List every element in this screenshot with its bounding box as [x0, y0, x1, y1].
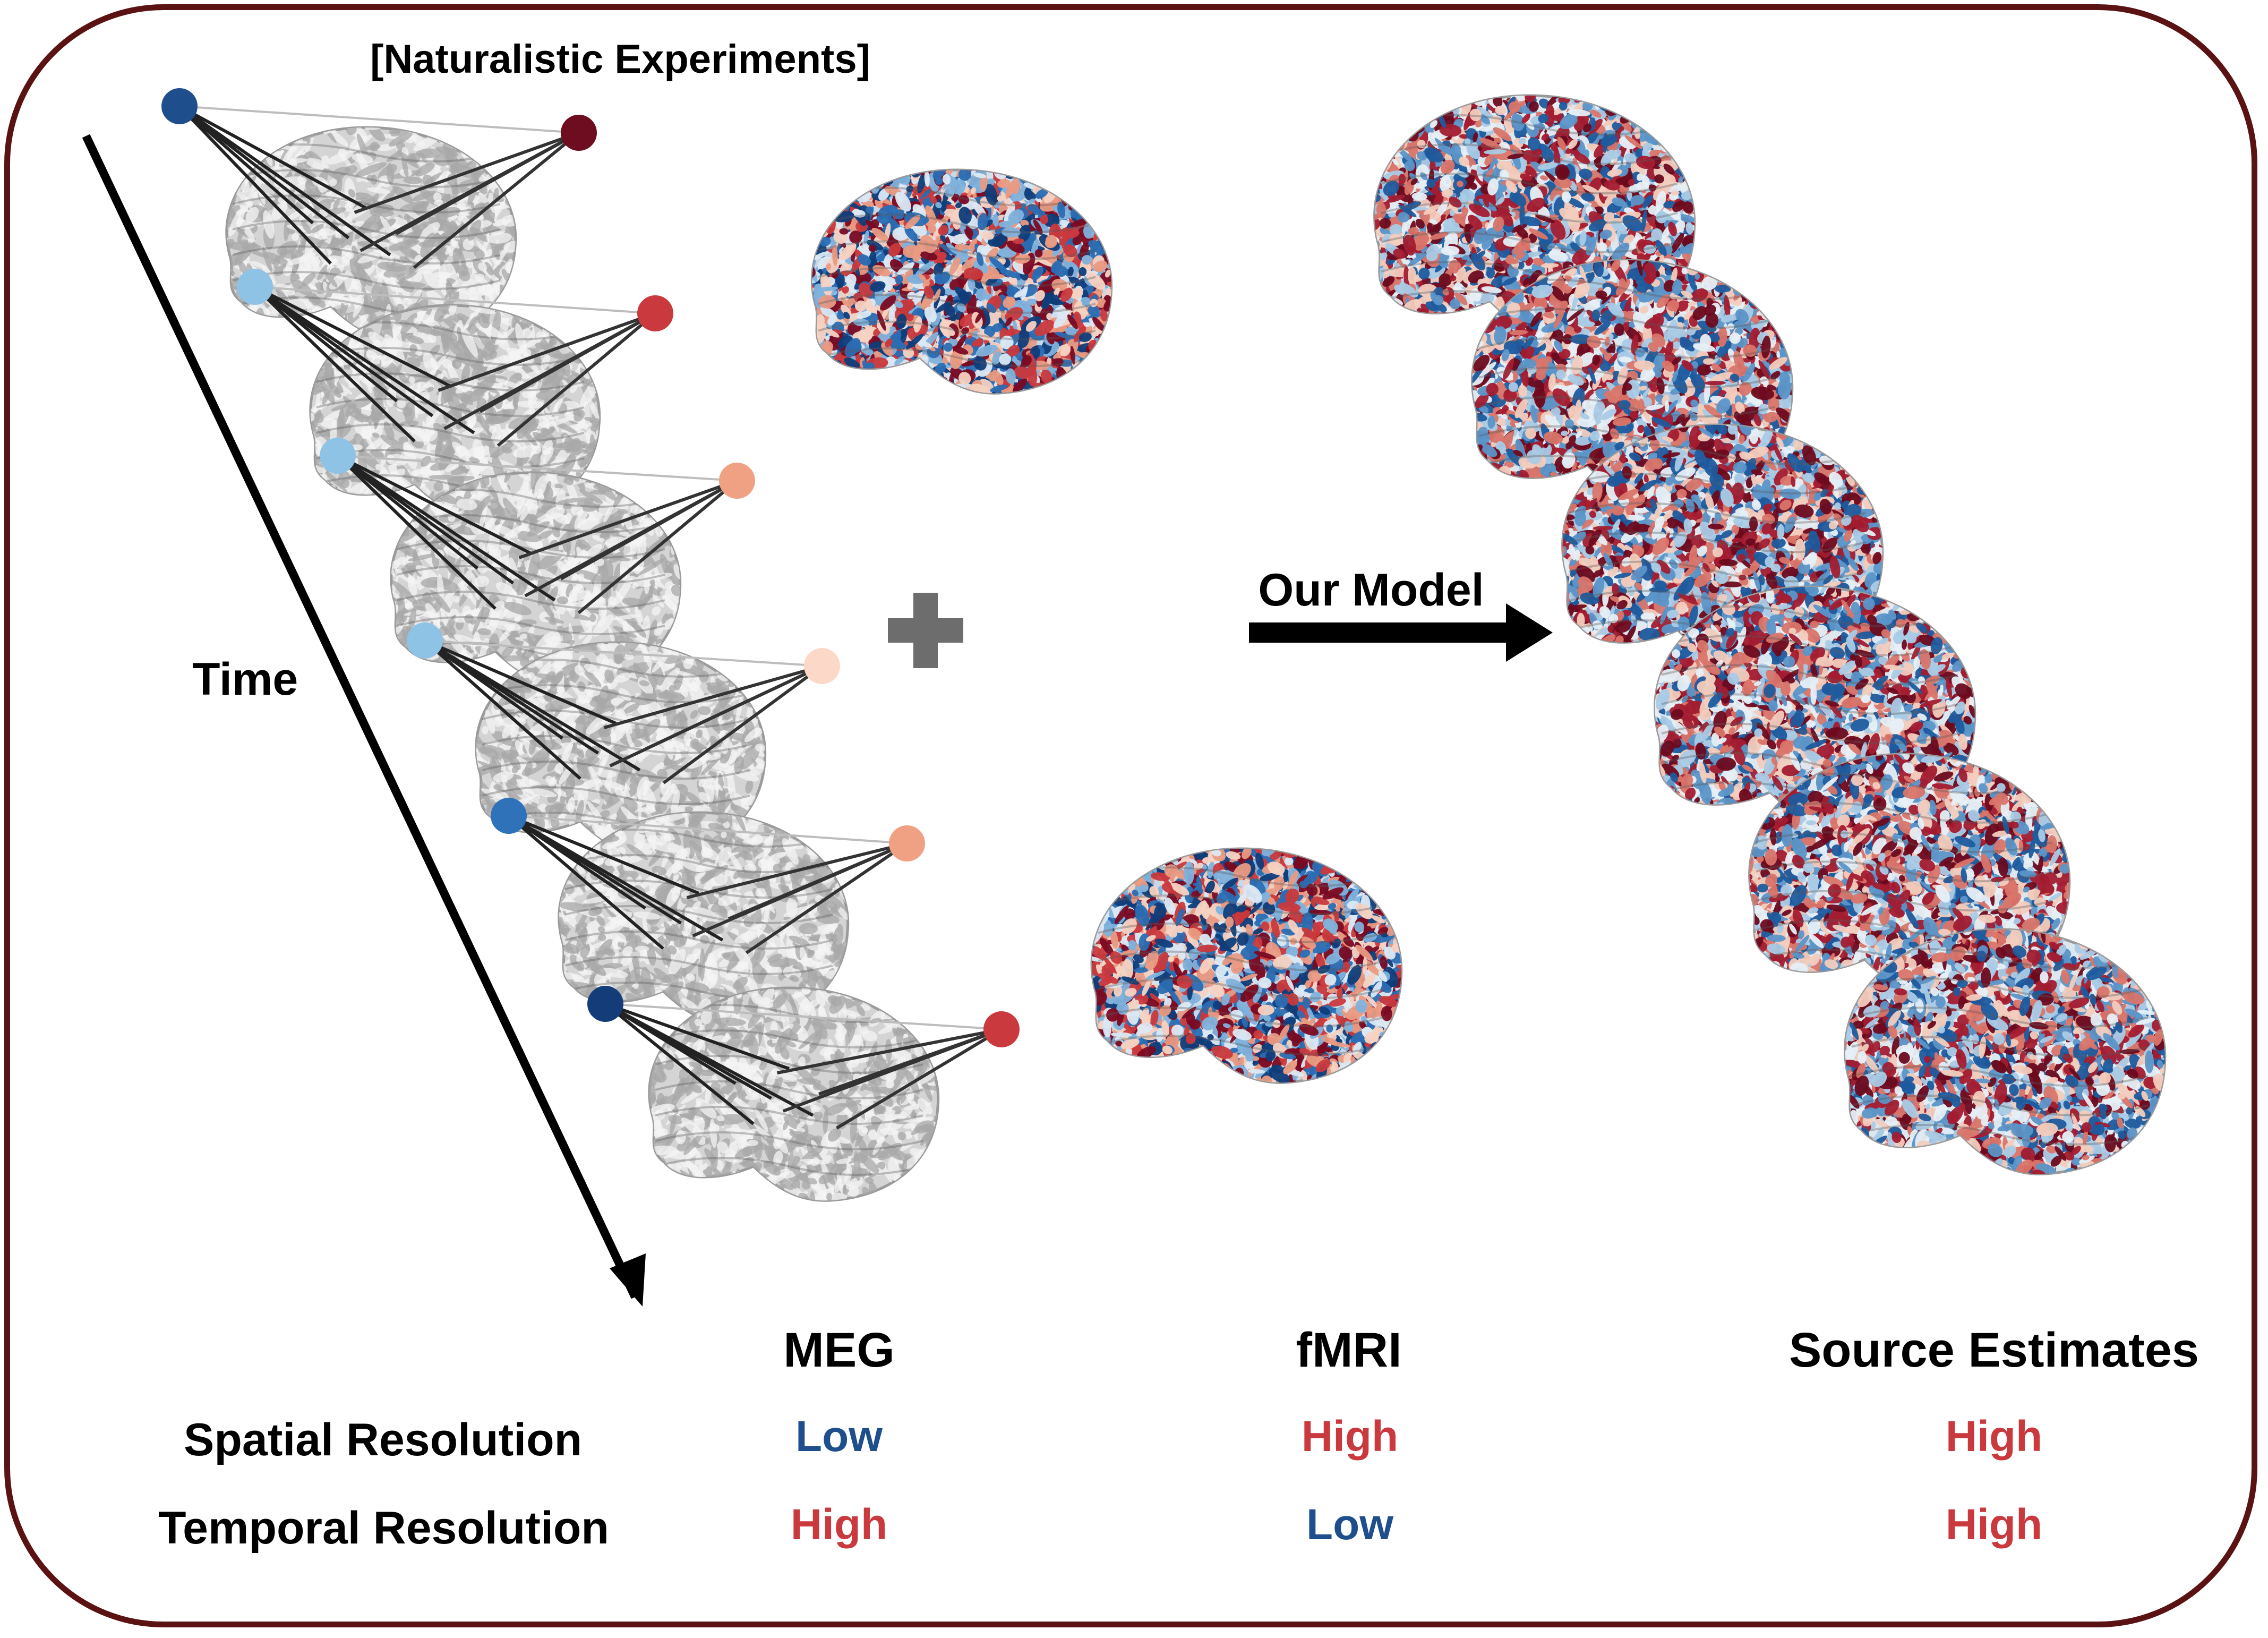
time-arrow [82, 134, 646, 1307]
fmri-activation-brain [811, 168, 1113, 395]
sensor-right [561, 115, 597, 151]
sensor-left [491, 798, 527, 834]
sensor-lines [253, 285, 656, 447]
fmri-activation-brain [1090, 847, 1403, 1084]
source-temporal-value: High [1946, 1503, 2042, 1547]
sensor-right [983, 1011, 1020, 1047]
sensor-left [237, 269, 273, 305]
meg-temporal-value: High [791, 1503, 887, 1547]
meg-spatial-value: Low [795, 1415, 883, 1458]
sensor-left [161, 88, 198, 124]
fmri-brain-top [811, 168, 1113, 395]
sensor-lines [424, 639, 823, 784]
sensor-left [587, 986, 623, 1022]
fmri-temporal-value: Low [1306, 1503, 1393, 1547]
sensor-right [719, 463, 755, 499]
column-header-fmri: fMRI [1296, 1326, 1401, 1375]
fmri-brain-bottom [1090, 847, 1403, 1084]
sensor-lines [604, 1002, 1003, 1130]
plus-icon [888, 593, 963, 668]
figure-title: [Naturalistic Experiments] [370, 39, 870, 80]
model-label: Our Model [1258, 567, 1484, 613]
sensor-right [889, 825, 925, 861]
sensor-lines [336, 454, 738, 615]
time-label: Time [192, 656, 298, 702]
fmri-spatial-value: High [1302, 1415, 1398, 1458]
model-arrow [1249, 603, 1553, 662]
source-spatial-value: High [1946, 1415, 2042, 1458]
column-header-meg: MEG [783, 1326, 895, 1375]
meg-timepoint [587, 986, 1020, 1202]
sensor-lines [508, 814, 908, 954]
meg-timepoint [161, 88, 597, 342]
row-label-temporal-resolution: Temporal Resolution [158, 1505, 609, 1551]
sensor-lines [178, 105, 580, 269]
sensor-left [407, 622, 443, 659]
sensor-right [804, 648, 840, 684]
meg-brain [648, 986, 940, 1202]
figure-frame [4, 4, 2257, 1627]
row-label-spatial-resolution: Spatial Resolution [184, 1417, 582, 1463]
column-header-source-estimates: Source Estimates [1789, 1326, 2199, 1375]
sensor-right [637, 295, 673, 331]
sensor-left [320, 438, 356, 474]
